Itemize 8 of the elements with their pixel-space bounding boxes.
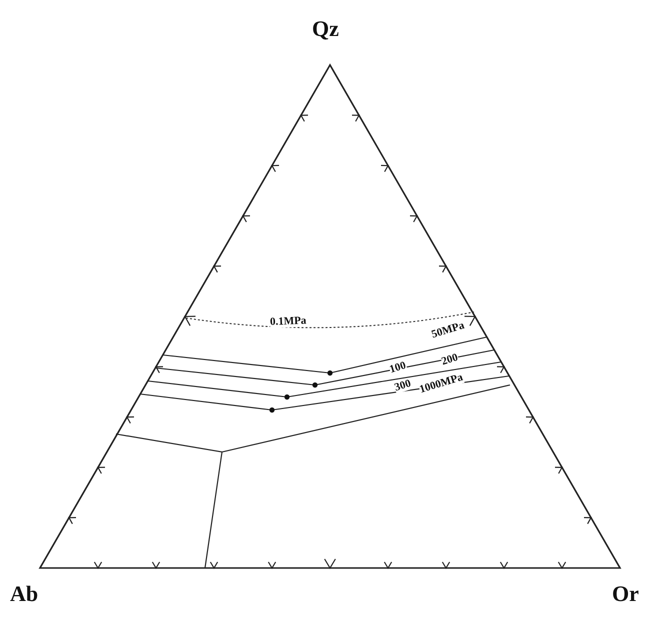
pressure-label: 200 <box>440 352 460 368</box>
pressure-label: 0.1MPa <box>270 316 307 328</box>
pressure-label: 300 <box>393 378 412 394</box>
vertex-label: Or <box>612 583 639 605</box>
pressure-label: 1000MPa <box>418 372 464 396</box>
pressure-label: 100 <box>388 360 408 376</box>
vertex-label: Qz <box>312 18 339 40</box>
vertex-label: Ab <box>10 583 38 605</box>
